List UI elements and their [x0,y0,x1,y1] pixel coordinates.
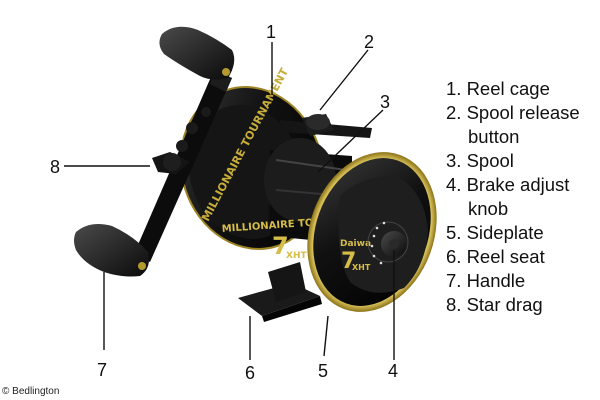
callout-number-4: 4 [388,361,398,381]
reel-model-number: 7 [272,232,289,260]
callout-number-3: 3 [380,92,390,112]
star-drag [152,107,211,174]
leader-line-2 [319,49,369,111]
leader-line-5 [323,315,329,357]
legend-item-spool-release-button-cont: button [468,126,520,147]
reel-seat [238,262,322,322]
sideplate-brand-text: Daiwa [340,239,371,249]
callout-number-6: 6 [245,363,255,383]
sideplate: Daiwa 7 XHT [307,152,437,312]
reel-model-suffix: XHT [286,251,307,261]
legend-item-sideplate: 5. Sideplate [446,222,544,243]
legend-item-handle: 7. Handle [446,270,526,291]
callout-number-5: 5 [318,361,328,381]
reel-illustration: MILLIONAIRE TOURNAMENT MILLIONAIRE TOURN… [74,26,437,322]
spool-release-button [302,114,334,136]
legend-item-spool-release-button: 2. Spool release [446,102,580,123]
legend-item-star-drag: 8. Star drag [446,294,543,315]
legend-item-brake-adjust-knob: 4. Brake adjust [446,174,570,195]
parts-legend: 1. Reel cage 2. Spool release button 3. … [446,77,598,317]
callout-number-2: 2 [364,32,374,52]
leader-lines [64,42,395,360]
legend-item-reel-seat: 6. Reel seat [446,246,545,267]
sideplate-model-suffix: XHT [352,263,371,272]
sideplate-model-number: 7 [341,249,356,274]
legend-item-brake-adjust-knob-cont: knob [468,198,509,219]
callout-numbers: 1 2 3 4 5 6 7 8 [50,22,398,383]
callout-number-8: 8 [50,157,60,177]
callout-number-1: 1 [266,22,276,42]
image-credit: © Bedlington [2,386,60,397]
legend-item-reel-cage: 1. Reel cage [446,78,550,99]
brake-adjust-knob [367,221,409,265]
legend-item-spool: 3. Spool [446,150,514,171]
leader-line-3 [317,109,384,173]
callout-number-7: 7 [97,360,107,380]
